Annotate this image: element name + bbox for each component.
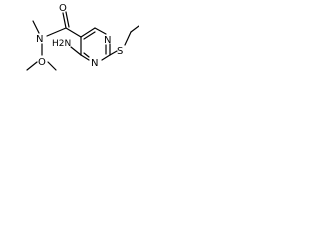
amide-c-n-bond — [46, 27, 67, 37]
carbonyl-double-bond-b — [65, 11, 70, 28]
amide-nitrogen-label: N — [36, 34, 43, 45]
s-ethyl-bond-1 — [124, 31, 132, 46]
ring-bond-c6-n1 — [94, 27, 107, 35]
o-methyl-bond — [26, 61, 38, 71]
sulfur-label: S — [117, 46, 123, 57]
n-methyl-bond — [32, 20, 40, 34]
carbonyl-double-bond-a — [62, 12, 67, 29]
ring-double-c5-c6 — [83, 31, 96, 40]
ring-bond-c2-n3 — [101, 54, 111, 61]
ring-bond-c5-c6 — [80, 27, 96, 38]
c-s-bond — [109, 50, 118, 56]
amide-oxygen-label: O — [59, 3, 67, 14]
amide-ring-bond — [65, 27, 82, 38]
s-ethyl-bond-2 — [130, 25, 139, 33]
bond-lines — [26, 11, 139, 71]
chemical-structure-diagram: O N O N N S H2N — [26, 3, 139, 71]
methoxy-oxygen-label: O — [38, 57, 46, 68]
ring-nitrogen-1-label: N — [104, 35, 111, 46]
o-methyl-bond-b — [47, 61, 57, 71]
ring-nitrogen-3-label: N — [91, 58, 98, 69]
ring-bond-n3-c4 — [80, 54, 90, 61]
amino-group-label: H2N — [52, 39, 71, 49]
atom-labels: O N O N N S H2N — [36, 3, 123, 69]
ring-double-n3-c4 — [83, 52, 90, 58]
amino-bond — [70, 46, 82, 56]
